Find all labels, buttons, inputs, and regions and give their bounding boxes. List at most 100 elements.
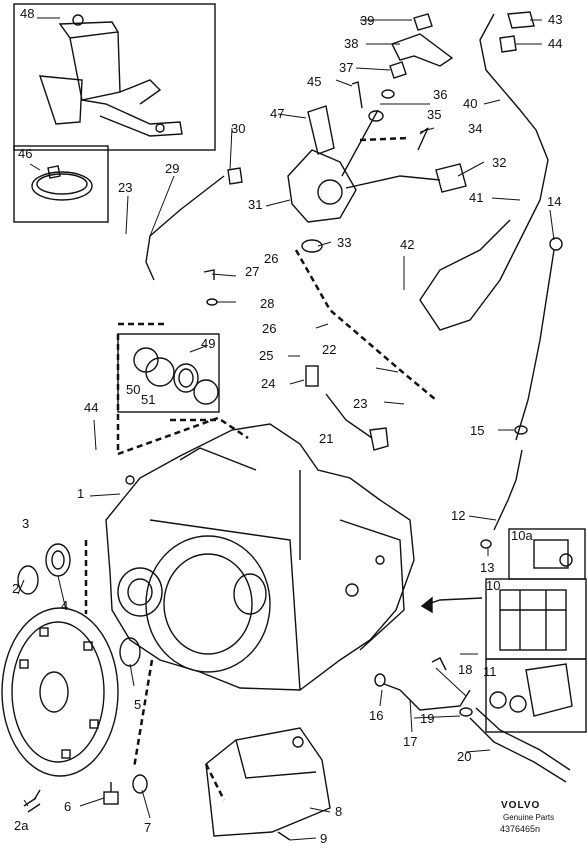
- seal-4-inner: [51, 550, 65, 570]
- label-38: 38: [344, 36, 358, 51]
- diagram-reference-number: 4376465n: [500, 824, 540, 834]
- sensor-31: [287, 109, 379, 223]
- label-6: 6: [64, 799, 71, 814]
- label-4: 4: [61, 598, 68, 613]
- label-50: 50: [126, 382, 140, 397]
- label-44-left: 44: [84, 400, 98, 415]
- cable-29: [145, 175, 225, 281]
- cooler-pipe-17: [383, 683, 471, 711]
- stud-45: [351, 81, 363, 109]
- label-29: 29: [165, 161, 179, 176]
- brand-subtitle: Genuine Parts: [503, 813, 554, 822]
- sensor-21: [369, 427, 389, 451]
- label-20: 20: [457, 749, 471, 764]
- hose-20-b: [469, 717, 567, 783]
- bracket-47: [307, 105, 335, 155]
- label-47: 47: [270, 106, 284, 121]
- label-16: 16: [369, 708, 383, 723]
- label-22: 22: [322, 342, 336, 357]
- connector-32: [435, 163, 467, 193]
- label-49: 49: [201, 336, 215, 351]
- inset-box-48: [13, 3, 216, 151]
- transmission-housing: [105, 423, 415, 691]
- volvo-logo-text: VOLVO: [501, 800, 540, 811]
- inset-box-11: [485, 658, 587, 733]
- connector-30: [227, 167, 243, 185]
- label-25: 25: [259, 348, 273, 363]
- label-7: 7: [144, 820, 151, 835]
- label-12: 12: [451, 508, 465, 523]
- connector-44: [499, 35, 517, 53]
- seal-5: [119, 637, 141, 667]
- label-19: 19: [420, 711, 434, 726]
- label-3: 3: [22, 516, 29, 531]
- label-34: 34: [468, 121, 482, 136]
- circlip-3: [17, 565, 39, 595]
- label-33: 33: [337, 235, 351, 250]
- label-40: 40: [463, 96, 477, 111]
- washer-33: [301, 239, 323, 253]
- part-labels: 48 46 23 29 30 27 28 49 50 51 44 1 3 2 4…: [12, 6, 562, 846]
- label-45: 45: [307, 74, 321, 89]
- bracket-38: [391, 33, 454, 67]
- label-36: 36: [433, 87, 447, 102]
- label-9: 9: [320, 831, 327, 846]
- label-39: 39: [360, 13, 374, 28]
- o-ring-15: [514, 425, 528, 435]
- label-27: 27: [245, 264, 259, 279]
- nut-37: [389, 61, 407, 79]
- label-10: 10: [486, 578, 500, 593]
- label-37: 37: [339, 60, 353, 75]
- inset-box-46: [13, 145, 109, 223]
- bracket-drawing-48: [38, 14, 183, 137]
- washer-16: [374, 673, 386, 687]
- label-32: 32: [492, 155, 506, 170]
- bolt-2a: [23, 789, 41, 813]
- label-5: 5: [134, 697, 141, 712]
- dipstick-14: [515, 249, 555, 441]
- drain-plug-6: [103, 782, 119, 805]
- gasket-11: [489, 663, 573, 717]
- clamp-drawing-46: [31, 165, 93, 201]
- label-2: 2: [12, 581, 19, 596]
- dashed-reference-lines: [84, 136, 437, 801]
- solenoid-10a: [533, 539, 573, 569]
- dipstick-handle: [549, 237, 563, 251]
- torque-converter: [1, 607, 119, 777]
- harness-to-sensor: [345, 175, 441, 189]
- label-35: 35: [427, 107, 441, 122]
- label-1: 1: [77, 486, 84, 501]
- label-44-right: 44: [548, 36, 562, 51]
- seal-kit-drawing-49: [133, 347, 219, 405]
- seal-4: [45, 543, 71, 577]
- label-17: 17: [403, 734, 417, 749]
- bolt-34: [417, 127, 429, 151]
- label-26: 26: [264, 251, 278, 266]
- leader-lines: [17, 17, 555, 841]
- label-21: 21: [319, 431, 333, 446]
- label-10a: 10a: [511, 528, 533, 543]
- washer-36: [381, 89, 395, 99]
- label-23-mid: 23: [353, 396, 367, 411]
- arrow-head: [420, 596, 433, 614]
- inset-box-10: [485, 578, 587, 660]
- label-31: 31: [248, 197, 262, 212]
- wiring-harness-40: [419, 13, 549, 331]
- label-26b: 26: [262, 321, 276, 336]
- bolt-27: [203, 269, 215, 280]
- label-51: 51: [141, 392, 155, 407]
- label-2a: 2a: [14, 818, 29, 833]
- label-46: 46: [18, 146, 32, 161]
- label-8: 8: [335, 804, 342, 819]
- label-43: 43: [548, 12, 562, 27]
- label-15: 15: [470, 423, 484, 438]
- dipstick-tube-12: [493, 449, 523, 531]
- washer-35: [368, 110, 384, 122]
- label-48: 48: [20, 6, 34, 21]
- o-ring-13: [480, 539, 492, 549]
- label-24: 24: [261, 376, 275, 391]
- nut-39: [413, 13, 433, 31]
- label-42: 42: [400, 237, 414, 252]
- washer-7: [132, 774, 148, 794]
